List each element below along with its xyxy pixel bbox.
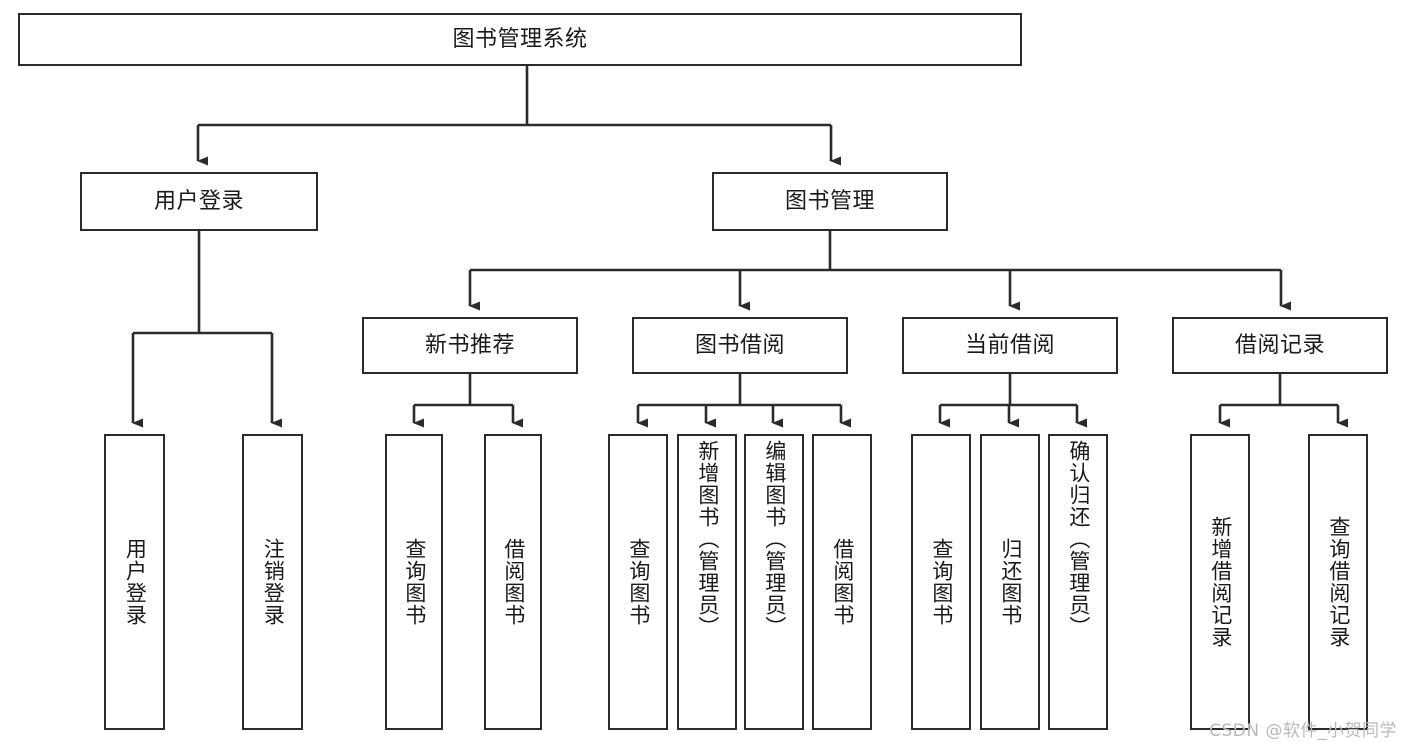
leaf-node-5-label: 新增图书（管理员） <box>695 440 720 638</box>
level3-node-1[interactable]: 图书借阅 <box>632 317 848 374</box>
leaf-node-3-label: 借阅图书 <box>501 538 526 626</box>
leaf-node-11-label: 新增借阅记录 <box>1208 516 1233 648</box>
leaf-node-2-label: 查询图书 <box>402 538 427 626</box>
leaf-node-0[interactable]: 用户登录 <box>104 434 165 730</box>
leaf-node-12[interactable]: 查询借阅记录 <box>1308 434 1368 730</box>
leaf-node-7-label: 借阅图书 <box>830 538 855 626</box>
leaf-node-2[interactable]: 查询图书 <box>385 434 443 730</box>
leaf-node-7[interactable]: 借阅图书 <box>812 434 872 730</box>
leaf-node-6-label: 编辑图书（管理员） <box>762 440 787 638</box>
leaf-node-4-label: 查询图书 <box>626 538 651 626</box>
leaf-node-12-label: 查询借阅记录 <box>1326 516 1351 648</box>
level3-node-2-label: 当前借阅 <box>964 332 1055 358</box>
level2-node-1[interactable]: 图书管理 <box>712 172 948 231</box>
leaf-node-10[interactable]: 确认归还（管理员） <box>1048 434 1108 730</box>
leaf-node-3[interactable]: 借阅图书 <box>484 434 542 730</box>
level2-node-0[interactable]: 用户登录 <box>80 172 318 231</box>
leaf-node-8[interactable]: 查询图书 <box>911 434 971 730</box>
leaf-node-9[interactable]: 归还图书 <box>980 434 1040 730</box>
leaf-node-1[interactable]: 注销登录 <box>242 434 303 730</box>
leaf-node-6[interactable]: 编辑图书（管理员） <box>744 434 804 730</box>
level2-node-0-label: 用户登录 <box>153 188 244 214</box>
level3-node-3[interactable]: 借阅记录 <box>1172 317 1388 374</box>
root-node-book-management-system-label: 图书管理系统 <box>452 26 588 52</box>
leaf-node-1-label: 注销登录 <box>261 538 286 626</box>
leaf-node-0-label: 用户登录 <box>123 538 148 626</box>
level3-node-2[interactable]: 当前借阅 <box>902 317 1118 374</box>
leaf-node-11[interactable]: 新增借阅记录 <box>1190 434 1250 730</box>
leaf-node-4[interactable]: 查询图书 <box>608 434 668 730</box>
root-node-book-management-system[interactable]: 图书管理系统 <box>18 13 1022 66</box>
leaf-node-8-label: 查询图书 <box>929 538 954 626</box>
level3-node-3-label: 借阅记录 <box>1234 332 1325 358</box>
level3-node-1-label: 图书借阅 <box>694 332 785 358</box>
watermark-text: CSDN @软件_小贺同学 <box>1209 721 1397 741</box>
level3-node-0-label: 新书推荐 <box>424 332 515 358</box>
leaf-node-10-label: 确认归还（管理员） <box>1066 440 1091 638</box>
level3-node-0[interactable]: 新书推荐 <box>362 317 578 374</box>
level2-node-1-label: 图书管理 <box>784 188 875 214</box>
leaf-node-5[interactable]: 新增图书（管理员） <box>677 434 737 730</box>
leaf-node-9-label: 归还图书 <box>998 538 1023 626</box>
